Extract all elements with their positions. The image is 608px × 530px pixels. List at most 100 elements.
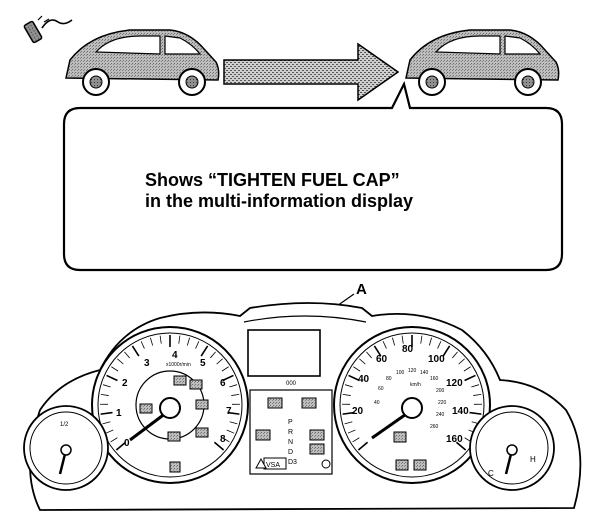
dial-tick bbox=[195, 341, 200, 349]
tach-indicator-7 bbox=[169, 461, 181, 473]
callout-box bbox=[62, 80, 564, 272]
speedometer-label-160: 160 bbox=[446, 434, 463, 445]
indicator-light-1 bbox=[267, 397, 283, 409]
tachometer-scale bbox=[99, 335, 241, 451]
speed-inner-240: 240 bbox=[436, 412, 445, 418]
dial-tick bbox=[124, 351, 130, 359]
speed-indicator-1 bbox=[393, 431, 407, 443]
speedometer-label-40: 40 bbox=[358, 374, 370, 385]
tachometer-label-7: 7 bbox=[226, 406, 232, 417]
dial-tick bbox=[111, 366, 119, 372]
instrument-cluster: 000 P R N D D3 VSA 0 1 2 3 4 x bbox=[23, 302, 582, 511]
dial-tick bbox=[178, 335, 181, 344]
dial-tick bbox=[131, 345, 140, 357]
dial-tick bbox=[437, 341, 442, 349]
tachometer-unit: x1000r/min bbox=[166, 362, 191, 368]
dial-tick bbox=[117, 358, 124, 365]
warning-triangle-icon bbox=[255, 457, 267, 469]
callout-line-2: in the multi-information display bbox=[145, 191, 414, 211]
dial-tick bbox=[102, 384, 111, 388]
dial-tick bbox=[452, 351, 458, 359]
speed-inner-120: 120 bbox=[408, 368, 417, 374]
dial-tick bbox=[344, 421, 353, 425]
dial-tick bbox=[473, 393, 482, 396]
tach-indicator-2 bbox=[189, 379, 203, 390]
dial-tick bbox=[464, 374, 476, 382]
dial-tick bbox=[213, 441, 225, 451]
tachometer: 0 1 2 3 4 x1000r/min 5 6 7 8 bbox=[91, 326, 249, 484]
dial-tick bbox=[420, 335, 423, 344]
dial-tick bbox=[229, 421, 238, 425]
dial-tick bbox=[348, 374, 360, 382]
indicator-light-4 bbox=[309, 429, 325, 441]
dial-tick bbox=[442, 345, 451, 357]
dial-tick bbox=[469, 411, 482, 415]
callout-message: Shows “TIGHTEN FUEL CAP” in the multi-in… bbox=[145, 170, 545, 212]
dial-tick bbox=[110, 437, 118, 443]
indicator-light-3 bbox=[255, 429, 271, 441]
speed-inner-100: 100 bbox=[396, 370, 405, 376]
car-before-icon bbox=[65, 29, 220, 96]
dial-tick bbox=[455, 441, 467, 451]
dial-tick bbox=[428, 337, 432, 346]
tachometer-label-5: 5 bbox=[200, 358, 206, 369]
dial-tick bbox=[401, 335, 404, 344]
speedometer-label-100: 100 bbox=[428, 354, 445, 365]
speed-inner-60: 60 bbox=[378, 386, 384, 392]
speedometer-label-20: 20 bbox=[352, 406, 364, 417]
callout-line-1: Shows “TIGHTEN FUEL CAP” bbox=[145, 170, 400, 190]
dial-tick bbox=[347, 429, 356, 434]
dial-tick bbox=[231, 393, 240, 396]
tach-indicator-4 bbox=[195, 399, 209, 410]
speedometer-label-60: 60 bbox=[376, 354, 388, 365]
speedometer-hub bbox=[401, 397, 423, 419]
dial-tick bbox=[229, 384, 238, 388]
temp-gauge-c: C bbox=[488, 469, 494, 478]
fuel-cap-icon bbox=[23, 15, 73, 44]
speedometer-inner-scale: 40 60 80 100 120 140 160 200 220 240 260… bbox=[374, 368, 447, 430]
dial-tick bbox=[222, 437, 230, 443]
speedometer-label-120: 120 bbox=[446, 378, 463, 389]
gear-r: R bbox=[288, 429, 293, 436]
tachometer-label-8: 8 bbox=[220, 434, 226, 445]
tach-indicator-5 bbox=[167, 431, 181, 442]
gear-d: D bbox=[288, 449, 293, 456]
display-readout: 000 bbox=[286, 381, 297, 387]
vsa-label: VSA bbox=[266, 462, 280, 469]
dial-tick bbox=[100, 411, 113, 415]
gear-n: N bbox=[288, 439, 293, 446]
multi-information-display bbox=[247, 329, 321, 377]
dial-tick bbox=[106, 374, 118, 382]
dial-tick bbox=[100, 393, 109, 396]
dial-tick bbox=[115, 441, 127, 451]
speed-inner-200: 200 bbox=[436, 388, 445, 394]
dial-tick bbox=[353, 366, 361, 372]
dial-tick bbox=[140, 341, 145, 349]
dial-tick bbox=[227, 411, 240, 415]
tachometer-hub bbox=[159, 397, 181, 419]
tachometer-label-1: 1 bbox=[116, 408, 122, 419]
speed-inner-140: 140 bbox=[420, 370, 429, 376]
car-after-icon bbox=[405, 29, 560, 96]
dial-tick bbox=[344, 384, 353, 388]
tachometer-label-3: 3 bbox=[144, 358, 150, 369]
dial-tick bbox=[342, 411, 355, 415]
dial-tick bbox=[458, 358, 465, 365]
dial-tick bbox=[226, 429, 235, 434]
speedometer-scale bbox=[341, 335, 483, 451]
fuel-gauge: 1/2 bbox=[23, 405, 109, 491]
indicator-light-2 bbox=[301, 397, 317, 409]
gear-p: P bbox=[288, 419, 293, 426]
tach-indicator-3 bbox=[139, 403, 153, 414]
dial-tick bbox=[102, 421, 111, 425]
dial-tick bbox=[105, 429, 114, 434]
dial-tick bbox=[186, 337, 190, 346]
dial-tick bbox=[357, 441, 369, 451]
indicator-circle-icon bbox=[321, 459, 331, 469]
dial-tick bbox=[150, 337, 154, 346]
label-a: A bbox=[356, 281, 367, 298]
tachometer-label-0: 0 bbox=[124, 438, 130, 449]
dial-tick bbox=[342, 393, 351, 396]
speedometer-label-140: 140 bbox=[452, 406, 469, 417]
